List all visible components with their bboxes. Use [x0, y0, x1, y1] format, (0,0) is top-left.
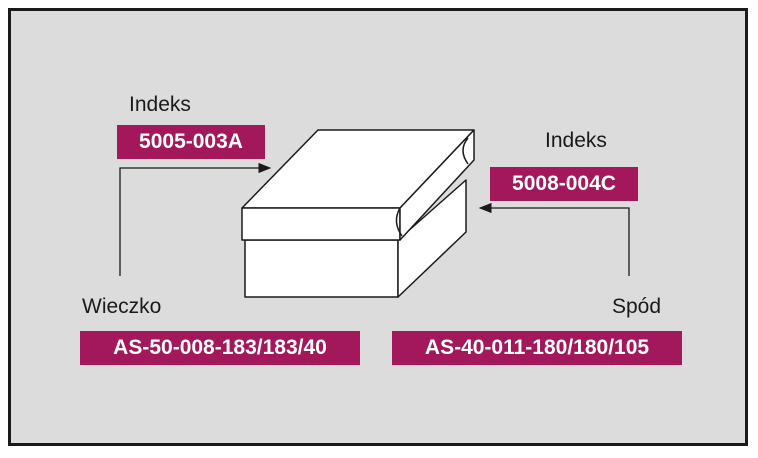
base-index-code: 5008-004C: [490, 167, 638, 201]
lid-index-label: Indeks: [129, 93, 191, 116]
base-name-label: Spód: [612, 295, 662, 318]
lid-arrow: [119, 162, 272, 276]
lid-part-code: AS-50-008-183/183/40: [80, 331, 360, 365]
lid-index-code: 5005-003A: [117, 125, 265, 159]
lid-name-label: Wieczko: [82, 295, 162, 318]
base-arrow: [478, 202, 630, 276]
box-lid-icon: [241, 129, 475, 241]
base-index-label: Indeks: [545, 129, 607, 152]
base-part-code: AS-40-011-180/180/105: [392, 331, 682, 365]
